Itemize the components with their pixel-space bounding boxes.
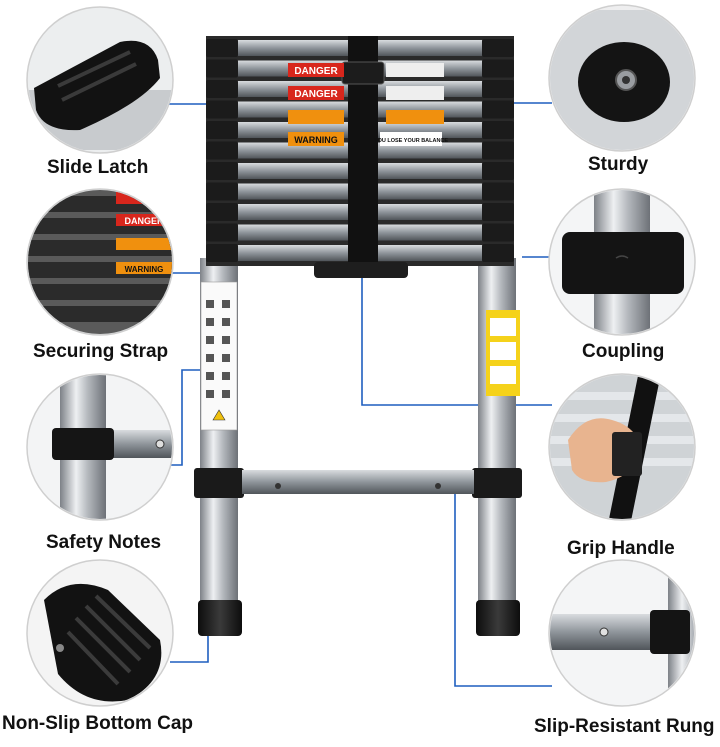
leader-bottom-cap <box>170 632 209 663</box>
danger-text-2: DANGER <box>294 89 338 100</box>
grip-handle-detail <box>548 373 696 521</box>
strap-buckle <box>341 61 385 85</box>
left-collar <box>194 468 244 498</box>
rung-end-latch <box>482 141 514 160</box>
label-grip-handle: Grip Handle <box>567 538 675 559</box>
rung-end-latch <box>206 182 238 201</box>
rung-end-latch <box>206 80 238 98</box>
orange-label <box>288 110 444 124</box>
bottom-rung <box>242 470 474 494</box>
rung-end-latch <box>206 244 238 262</box>
caution-icon <box>212 409 226 421</box>
ladder: DANGER DANGER WARNING YOU LOSE YOUR BALA… <box>194 36 522 636</box>
label-slip-resistant-rung: Slip-Resistant Rung <box>534 716 715 737</box>
rung-end-latch <box>482 100 514 119</box>
grip-handle <box>314 262 408 278</box>
rung-end-latch <box>482 223 514 242</box>
warning-label: WARNING YOU LOSE YOUR BALANCE <box>288 132 448 146</box>
leader-rung <box>454 488 552 687</box>
coupling-icon <box>562 232 684 294</box>
leader-grip-handle <box>361 278 552 406</box>
coupling-detail <box>548 188 696 336</box>
rung-end-latch <box>206 223 238 242</box>
left-bottom-cap <box>198 600 242 636</box>
right-bottom-cap <box>476 600 520 636</box>
danger-label-2: DANGER <box>288 86 444 100</box>
leader-safety-notes <box>170 369 200 466</box>
label-safety-notes: Safety Notes <box>46 532 162 553</box>
rung-end-latch <box>482 39 514 57</box>
safety-notes-detail <box>26 373 174 521</box>
right-collar <box>472 468 522 498</box>
label-non-slip-bottom-cap: Non-Slip Bottom Cap <box>2 713 194 734</box>
rung-end-latch <box>206 203 238 221</box>
danger-label-1: DANGER <box>288 63 444 77</box>
rung-end-latch <box>482 121 514 139</box>
rung-end-latch <box>206 162 238 180</box>
label-securing-strap: Securing Strap <box>33 341 169 362</box>
bottom-cap-detail <box>26 559 174 707</box>
label-sturdy: Sturdy <box>588 154 649 175</box>
rung-end-latch <box>482 244 514 262</box>
rung-end-latch <box>206 100 238 119</box>
rung-end-latch <box>482 182 514 201</box>
rung-end-latch <box>206 141 238 160</box>
danger-text-1: DANGER <box>294 66 338 77</box>
buckle-icon <box>612 432 642 476</box>
slide-latch-detail <box>26 6 174 154</box>
securing-strap-detail: DANGER WARNING <box>26 188 174 336</box>
rung-end-latch <box>482 80 514 98</box>
balance-text: YOU LOSE YOUR BALANCE <box>374 138 448 144</box>
rung-end-latch <box>482 203 514 221</box>
label-slide-latch: Slide Latch <box>47 157 149 178</box>
strap-detail-warning: WARNING <box>125 265 164 274</box>
rung-end-latch <box>206 121 238 139</box>
sturdy-detail <box>548 4 696 152</box>
latch-icon <box>34 40 160 131</box>
rung-end-latch <box>206 39 238 57</box>
slip-resistant-rung-detail <box>548 559 696 707</box>
strap-detail-danger: DANGER <box>124 216 164 226</box>
rung-end-latch <box>482 59 514 78</box>
warning-text: WARNING <box>294 135 338 145</box>
label-coupling: Coupling <box>582 341 665 362</box>
rung-end-latch <box>482 162 514 180</box>
rung-end-latch <box>206 59 238 78</box>
